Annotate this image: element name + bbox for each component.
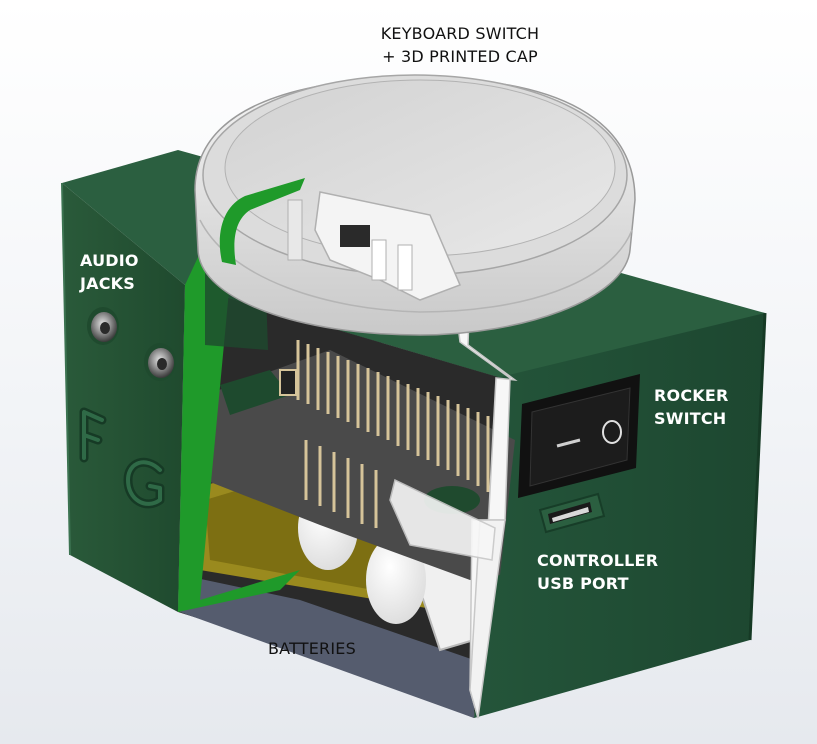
keyboard-switch-label-line-2: + 3D PRINTED CAP [382, 47, 538, 66]
controller-usb-port-label: CONTROLLER USB PORT [537, 549, 658, 595]
enclosure-right-face [474, 313, 765, 718]
rocker-switch-label-line-1: ROCKER [654, 386, 729, 405]
controller-usb-port-label-line-2: USB PORT [537, 574, 629, 593]
audio-jack-icon [87, 307, 119, 345]
rocker-switch-label-line-2: SWITCH [654, 409, 727, 428]
controller-usb-port-label-line-1: CONTROLLER [537, 551, 659, 570]
rocker-switch-icon [518, 374, 640, 498]
batteries-label-line-1: BATTERIES [268, 639, 356, 658]
embossed-letters [79, 407, 165, 509]
audio-jack-icon [144, 343, 176, 381]
audio-jacks-label: AUDIO JACKS [80, 249, 139, 295]
bottom-plate [180, 575, 474, 718]
keyboard-switch-label: KEYBOARD SWITCH + 3D PRINTED CAP [340, 22, 580, 68]
audio-jacks-label-line-2: JACKS [80, 274, 135, 293]
header-pins [296, 340, 490, 528]
audio-jacks-label-line-1: AUDIO [80, 251, 139, 270]
keyboard-switch-label-line-1: KEYBOARD SWITCH [380, 24, 540, 43]
rocker-switch-label: ROCKER SWITCH [654, 384, 729, 430]
batteries-label: BATTERIES [268, 637, 356, 660]
usb-port-icon [538, 492, 606, 534]
